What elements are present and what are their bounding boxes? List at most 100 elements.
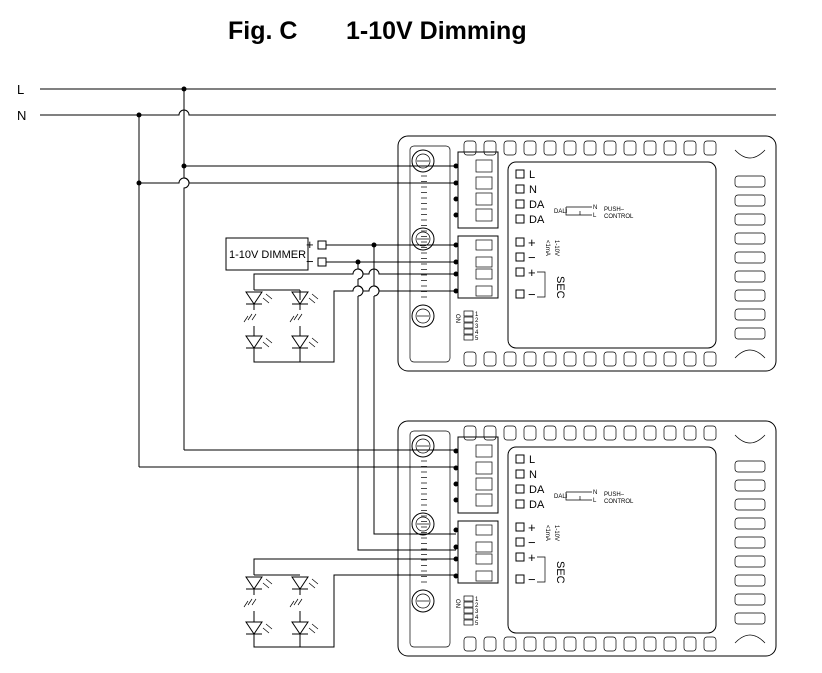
terminal-point: [453, 465, 459, 471]
dim-wires: [326, 242, 456, 551]
fin: [734, 593, 766, 606]
screw: [411, 434, 435, 458]
fin: [703, 425, 717, 441]
led-triangle: [291, 335, 309, 349]
sec-bracket: [537, 556, 546, 583]
fin: [603, 636, 617, 652]
screw: [411, 589, 435, 613]
terminal-slot: [475, 461, 493, 475]
fin: [603, 140, 617, 156]
dip-number: 5: [475, 621, 479, 627]
led-icon: [289, 576, 319, 608]
dimmer-box: [225, 237, 309, 271]
fin: [734, 612, 766, 625]
terminal-n-label: N: [529, 184, 537, 196]
dim-terminal-block: [457, 520, 499, 584]
dimmer-minus-sign: −: [306, 254, 314, 269]
fin: [734, 460, 766, 473]
fin: [603, 425, 617, 441]
led-icon: [243, 576, 273, 608]
label-box: [515, 522, 525, 532]
figure-title: 1-10V Dimming: [346, 17, 527, 45]
dip-cell: [463, 322, 474, 329]
terminal-blocks: [453, 151, 499, 299]
fin: [543, 636, 557, 652]
cooling-fins: [463, 425, 766, 652]
dip-number: 2: [475, 318, 479, 324]
screw: [415, 308, 431, 324]
driver-bottom: L N DA DA DALI N L PUSH– CONTROL + − + −…: [397, 420, 777, 657]
fin: [463, 140, 477, 156]
fin: [623, 636, 637, 652]
led-break: [289, 313, 303, 323]
fin: [734, 232, 766, 245]
terminal-da2-label: DA: [529, 214, 545, 226]
led-triangle: [245, 335, 263, 349]
led-rays: [262, 578, 273, 589]
dim-label: 1-10V: [553, 525, 559, 541]
push-symbol: [565, 206, 592, 216]
dip-number: 2: [475, 603, 479, 609]
label-box: [515, 537, 525, 547]
sec-plus-label: +: [528, 550, 536, 565]
dip-cell: [463, 613, 474, 620]
dip-number: 3: [475, 609, 479, 615]
fin: [663, 425, 677, 441]
label-box: [515, 574, 525, 584]
fin: [563, 351, 577, 367]
label-panel: [507, 446, 717, 634]
fin: [643, 425, 657, 441]
screw: [415, 231, 431, 247]
fin: [643, 351, 657, 367]
dimmer: 1-10V DIMMER + −: [225, 237, 327, 271]
label-box: [515, 184, 525, 194]
led-rays: [262, 337, 273, 348]
fin: [734, 479, 766, 492]
dip-cell: [463, 607, 474, 614]
dim-plus-label: +: [528, 235, 536, 250]
terminal-blocks: [453, 436, 499, 584]
led-icon: [243, 291, 273, 323]
terminal-labels: L N DA DA DALI N L PUSH– CONTROL + − + −…: [515, 169, 634, 302]
fin: [463, 351, 477, 367]
fin: [523, 636, 537, 652]
fin: [523, 351, 537, 367]
fin: [643, 140, 657, 156]
sec-minus-label: −: [528, 572, 536, 587]
screw: [415, 516, 431, 532]
fin: [543, 351, 557, 367]
fin: [734, 289, 766, 302]
driver-body: [397, 420, 777, 657]
fin: [734, 498, 766, 511]
label-box: [515, 484, 525, 494]
led-icon: [245, 621, 273, 642]
led-triangle: [291, 576, 309, 590]
junction: [136, 180, 142, 186]
led-break: [243, 313, 257, 323]
fin: [623, 351, 637, 367]
terminal-da1-label: DA: [529, 484, 545, 496]
terminal-slot: [475, 493, 493, 507]
led-break: [289, 598, 303, 608]
fin: [503, 351, 517, 367]
screw: [411, 512, 435, 536]
fin: [663, 636, 677, 652]
sec-label: SEC: [554, 561, 566, 584]
label-box: [515, 552, 525, 562]
terminal-point: [453, 212, 459, 218]
dali-label: DALI: [554, 209, 568, 215]
fin: [483, 140, 497, 156]
screw: [411, 149, 435, 173]
terminal-slot: [475, 176, 493, 190]
mount-slot: [734, 349, 766, 359]
terminal-slot: [475, 239, 493, 251]
fin: [734, 194, 766, 207]
fin: [703, 636, 717, 652]
fin: [483, 425, 497, 441]
fin: [563, 425, 577, 441]
fin: [703, 140, 717, 156]
label-box: [515, 454, 525, 464]
screw: [411, 304, 435, 328]
terminal-slot: [475, 159, 493, 173]
fin: [734, 251, 766, 264]
